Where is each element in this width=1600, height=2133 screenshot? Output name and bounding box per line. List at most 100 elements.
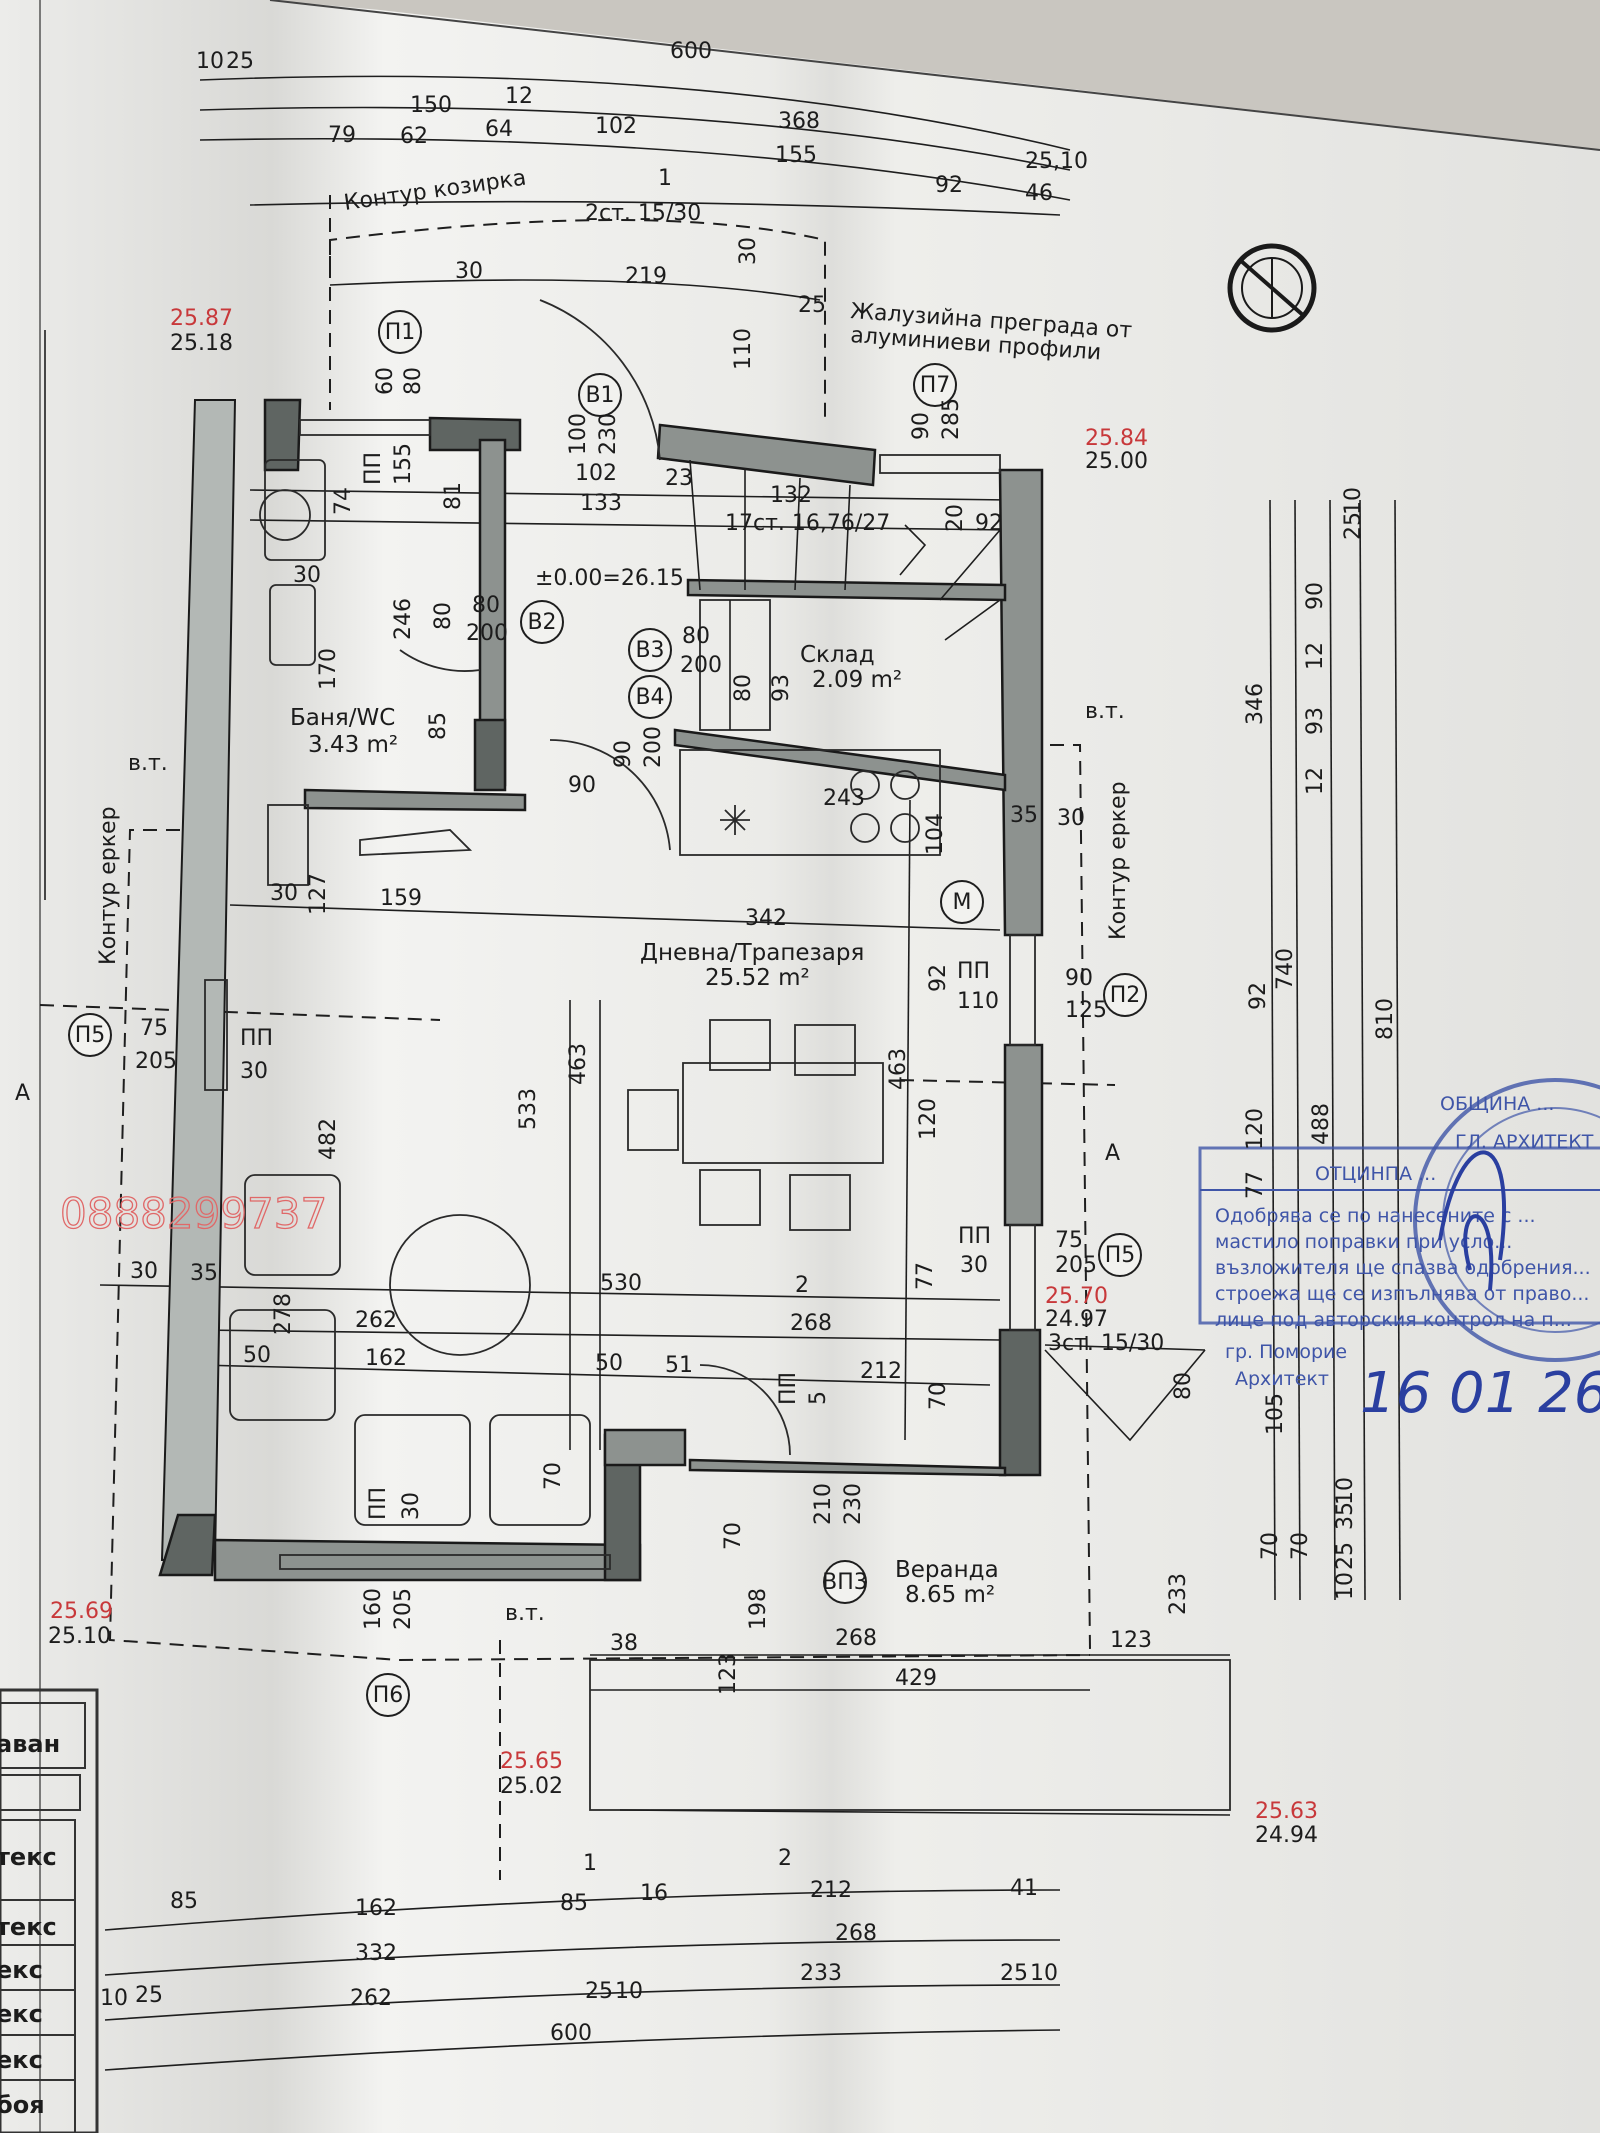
dimension-label: 5 [806,1391,831,1405]
opening-tag-circle [520,600,564,644]
dimension-label: 155 [391,443,416,485]
dimension-label: 268 [790,1311,832,1336]
opening-tag-circle [68,1013,112,1057]
opening-tag: П5 [1105,1243,1136,1268]
dimension-label: 25 [226,49,254,74]
stairs-note: 17ст. 16,76/27 [725,511,890,536]
dimension-label: 93 [1303,707,1328,735]
dimension-label: 810 [1373,998,1398,1040]
dimension-label: ПП [240,1026,273,1051]
dimension-label: 159 [380,886,422,911]
opening-tag: В3 [635,638,664,663]
background-beyond-paper [270,0,1600,150]
dimension-label: 600 [670,39,712,64]
dimension-label: 205 [1055,1253,1097,1278]
dimension-label: 104 [923,813,948,855]
dimension-label: 10 [1333,1477,1358,1505]
opening-tag: В4 [635,685,664,710]
stamp-role: Архитект [1235,1368,1329,1390]
opening-tag: П6 [373,1683,404,1708]
dimension-label: 80 [731,674,756,702]
dimension-label: ПП [361,452,386,485]
opening-tag-circle [628,628,672,672]
legend-cell: екс [0,2046,43,2074]
dimension-label: 77 [1243,1171,1268,1199]
stamp-city: гр. Поморие [1225,1341,1347,1363]
dimension-label: 170 [316,648,341,690]
dimension-label: 35 [1010,803,1038,828]
dimension-label: 70 [541,1462,566,1490]
legend-cell: аван [0,1730,60,1758]
opening-tag-circle [1103,973,1147,1017]
room-name-bath: Баня/WC [290,705,395,731]
dimension-label: 200 [466,621,508,646]
dimension-label: 120 [1243,1108,1268,1150]
dimension-label: 20 [943,504,968,532]
dimension-label: 10 [615,1979,643,2004]
dimension-label: 332 [355,1941,397,1966]
phone-watermark: 0888299737 [60,1189,327,1238]
dimension-label: 92 [1246,982,1271,1010]
dimension-label: 25,10 [1025,149,1088,174]
extractor-icon [720,805,750,835]
dimension-label: 30 [736,237,761,265]
dimension-label: 25 [135,1983,163,2008]
dimension-label: 70 [721,1522,746,1550]
opening-tag: П5 [75,1023,106,1048]
dimension-label: 230 [841,1483,866,1525]
elevation-mark: 25.63 [1255,1799,1318,1824]
dimension-label: 219 [625,264,667,289]
dimension-label: 62 [400,124,428,149]
elevation-mark: 25.70 [1045,1284,1108,1309]
handwritten-date: 16 01 26 [1360,1361,1600,1426]
section-marker: 2 [778,1846,792,1871]
dimension-label: ПП [776,1372,801,1405]
dimension-label: 600 [550,2021,592,2046]
dimension-label: 268 [835,1921,877,1946]
dimension-label: 530 [600,1271,642,1296]
room-area-storage: 2.09 m² [812,667,902,693]
opening-tag-circle [628,675,672,719]
dimension-label: 488 [1309,1103,1334,1145]
dimension-label: 25 [798,293,826,318]
dimension-label: 162 [355,1896,397,1921]
dimension-label: 212 [860,1359,902,1384]
dimension-label: 90 [909,412,934,440]
elevation-mark: 25.10 [48,1624,111,1649]
dimension-label: 482 [316,1118,341,1160]
stamp-header: ОТЦИНПА ... [1315,1163,1436,1185]
elevation-mark: 25.02 [500,1774,563,1799]
room-area-veranda: 8.65 m² [905,1582,995,1608]
dimension-label: 90 [568,773,596,798]
dimension-label: 25 [1000,1961,1028,1986]
dimension-label: 205 [135,1049,177,1074]
dimension-label: 10 [1341,487,1366,515]
dimension-label: 80 [1171,1372,1196,1400]
dimension-label: 120 [916,1098,941,1140]
dimension-label: 80 [682,624,710,649]
dimension-label: 110 [957,989,999,1014]
dimension-label: 70 [1258,1532,1283,1560]
paper-edge [269,0,1600,151]
dimension-label: 79 [328,123,356,148]
dimension-label: 463 [566,1043,591,1085]
finish-legend-table [0,1688,99,2133]
stair-treads [689,459,1001,731]
dimension-label: 285 [939,398,964,440]
dimension-label: 90 [611,740,636,768]
dimension-label: 92 [926,964,951,992]
dimension-label: 246 [391,598,416,640]
north-arrow-icon [1227,243,1317,333]
stamp-line: мастило поправки при усло... [1215,1231,1512,1253]
dimension-label: 85 [170,1889,198,1914]
dimension-label: 80 [431,602,456,630]
dimension-label: 230 [596,413,621,455]
opening-tag-circle [378,310,422,354]
stairs-note: 3ст. 15/30 [1048,1331,1164,1356]
outline-dashed [39,195,1116,1880]
dimension-label: 25 [1333,1542,1358,1570]
elevation-mark: 25.65 [500,1749,563,1774]
room-area-bath: 3.43 m² [308,732,398,758]
room-name-living: Дневна/Трапезаря [640,940,864,966]
